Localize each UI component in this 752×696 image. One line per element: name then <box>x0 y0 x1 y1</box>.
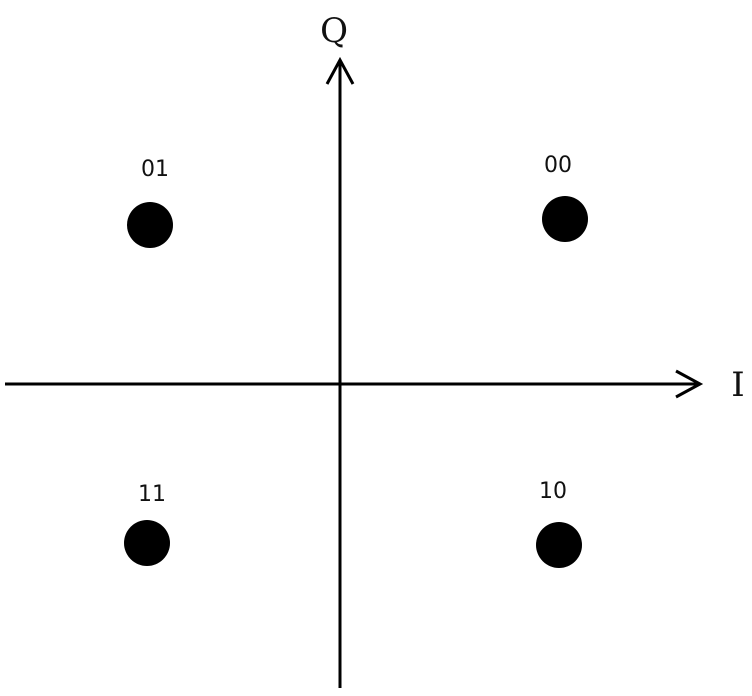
i-axis-arrowhead <box>675 369 704 399</box>
symbol-dot <box>542 196 588 242</box>
symbol-dot <box>127 202 173 248</box>
symbol-label: 00 <box>544 153 572 178</box>
point-00: 00 <box>542 153 588 242</box>
symbol-dot <box>536 522 582 568</box>
symbol-label: 10 <box>539 479 567 504</box>
symbol-label: 11 <box>138 482 166 507</box>
i-axis-label: I <box>731 365 744 405</box>
point-01: 01 <box>127 157 173 248</box>
point-11: 11 <box>124 482 170 566</box>
q-axis-arrowhead <box>325 56 355 85</box>
q-axis-label: Q <box>320 11 348 51</box>
point-10: 10 <box>536 479 582 568</box>
symbol-label: 01 <box>141 157 169 182</box>
symbol-dot <box>124 520 170 566</box>
